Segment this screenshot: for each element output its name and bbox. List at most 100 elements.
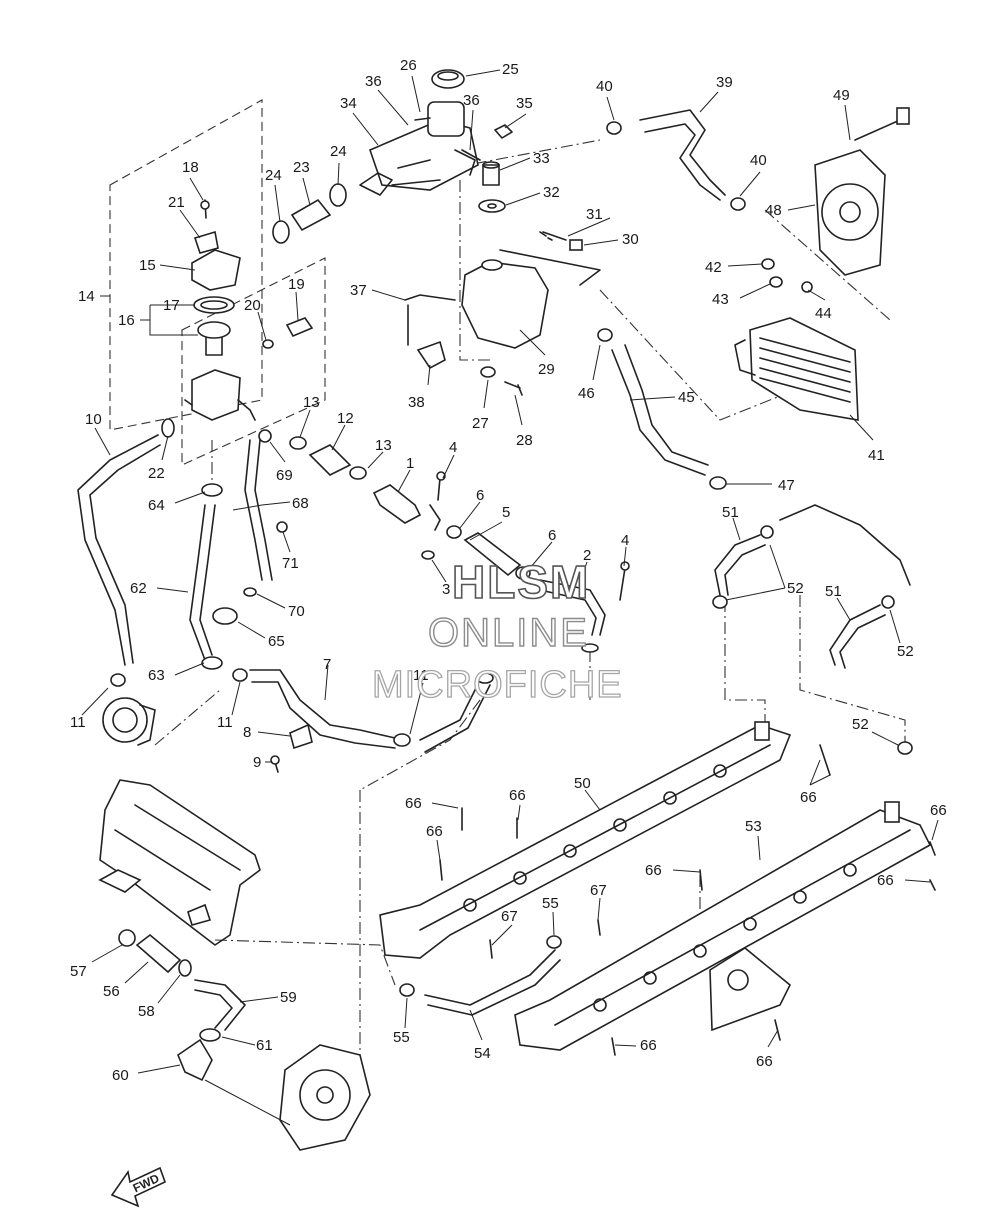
pipe-1 <box>372 484 441 531</box>
callout-66: 66 <box>426 823 443 840</box>
bracket-21 <box>193 230 219 254</box>
radiator-cap <box>431 69 465 89</box>
callout-57: 57 <box>70 963 87 980</box>
callout-30: 30 <box>622 231 639 248</box>
callout-39: 39 <box>716 74 733 91</box>
fan-48 <box>814 111 906 276</box>
callout-11: 11 <box>70 714 86 731</box>
hose-5 <box>463 532 522 577</box>
nut-42 <box>761 258 775 270</box>
callout-61: 61 <box>256 1037 273 1054</box>
hose-68 <box>244 439 273 581</box>
callout-66: 66 <box>645 862 662 879</box>
clip-70 <box>243 587 257 597</box>
pump-cover <box>279 1044 371 1151</box>
clamp-47 <box>709 476 727 490</box>
watermark: HLSM ONLINE MICROFICHE <box>371 555 623 706</box>
callout-6: 6 <box>476 487 484 504</box>
washer-bottom <box>581 643 599 653</box>
callout-22: 22 <box>148 465 165 482</box>
callout-27: 27 <box>472 415 489 432</box>
thermostat-housing <box>184 369 256 421</box>
hose-51b <box>829 604 886 669</box>
clamp-55a <box>546 935 562 949</box>
bolt-9 <box>270 755 280 773</box>
callout-34: 34 <box>340 95 357 112</box>
clamp-64 <box>201 483 223 497</box>
thermostat-cover-15 <box>191 249 241 291</box>
callout-69: 69 <box>276 467 293 484</box>
callout-66: 66 <box>640 1037 657 1054</box>
callout-68: 68 <box>292 495 309 512</box>
o-ring-17 <box>193 296 235 314</box>
callout-64: 64 <box>148 497 165 514</box>
callout-9: 9 <box>253 754 261 771</box>
callout-11: 11 <box>217 714 233 731</box>
callout-3: 3 <box>442 581 450 598</box>
clamp-57 <box>118 929 136 947</box>
callout-labels: 25 26 36 34 36 35 40 39 49 18 24 23 24 3… <box>70 57 947 1084</box>
callout-49: 49 <box>833 87 850 104</box>
callout-52: 52 <box>787 580 804 597</box>
callout-24: 24 <box>265 167 282 184</box>
callout-18: 18 <box>182 159 199 176</box>
callout-59: 59 <box>280 989 297 1006</box>
callout-36: 36 <box>463 92 480 109</box>
callout-62: 62 <box>130 580 147 597</box>
clamp-63 <box>201 656 223 670</box>
callout-29: 29 <box>538 361 555 378</box>
hose-39 <box>639 109 726 201</box>
callout-8: 8 <box>243 724 251 741</box>
callout-40: 40 <box>750 152 767 169</box>
grommet-44 <box>801 281 813 293</box>
bracket-plate <box>709 947 792 1032</box>
grommet-27 <box>480 366 496 378</box>
connector-49 <box>896 107 910 125</box>
callout-55: 55 <box>393 1029 410 1046</box>
watermark-line-2: ONLINE <box>428 611 589 655</box>
callout-66: 66 <box>877 872 894 889</box>
callout-65: 65 <box>268 633 285 650</box>
washer-32 <box>478 199 506 213</box>
frame-rail-50 <box>379 721 792 959</box>
hose-51a <box>714 504 911 596</box>
watermark-line-1: HLSM <box>452 556 590 608</box>
callout-66: 66 <box>509 787 526 804</box>
callout-43: 43 <box>712 291 729 308</box>
callout-21: 21 <box>168 194 185 211</box>
clamp-6b <box>515 566 531 580</box>
frame-rail-53 <box>514 801 932 1051</box>
watermark-line-3: MICROFICHE <box>372 664 623 706</box>
clamp-40b <box>730 197 746 211</box>
clamp-6a <box>446 525 462 539</box>
elbow-60 <box>177 1038 213 1082</box>
bolt-4b <box>619 561 630 601</box>
callout-13: 13 <box>375 437 392 454</box>
clip-35 <box>494 124 513 139</box>
clamp-46 <box>597 328 613 342</box>
hose-7 <box>249 669 396 749</box>
callout-26: 26 <box>400 57 417 74</box>
bracket-38 <box>416 340 446 370</box>
callout-12: 12 <box>337 410 354 427</box>
callout-4: 4 <box>449 439 457 456</box>
coolant-reservoir-tank <box>359 101 481 196</box>
callout-41: 41 <box>868 447 885 464</box>
callout-15: 15 <box>139 257 156 274</box>
clamp-11b <box>232 668 248 682</box>
callout-32: 32 <box>543 184 560 201</box>
callout-13: 13 <box>303 394 320 411</box>
callout-45: 45 <box>678 389 695 406</box>
callout-60: 60 <box>112 1067 129 1084</box>
callout-42: 42 <box>705 259 722 276</box>
hose-upright <box>419 672 494 753</box>
callout-23: 23 <box>293 159 310 176</box>
callout-7: 7 <box>323 656 331 673</box>
callout-58: 58 <box>138 1003 155 1020</box>
callout-6: 6 <box>548 527 556 544</box>
callout-38: 38 <box>408 394 425 411</box>
hose-45 <box>611 344 709 476</box>
callout-67: 67 <box>590 882 607 899</box>
callout-2: 2 <box>583 547 591 564</box>
